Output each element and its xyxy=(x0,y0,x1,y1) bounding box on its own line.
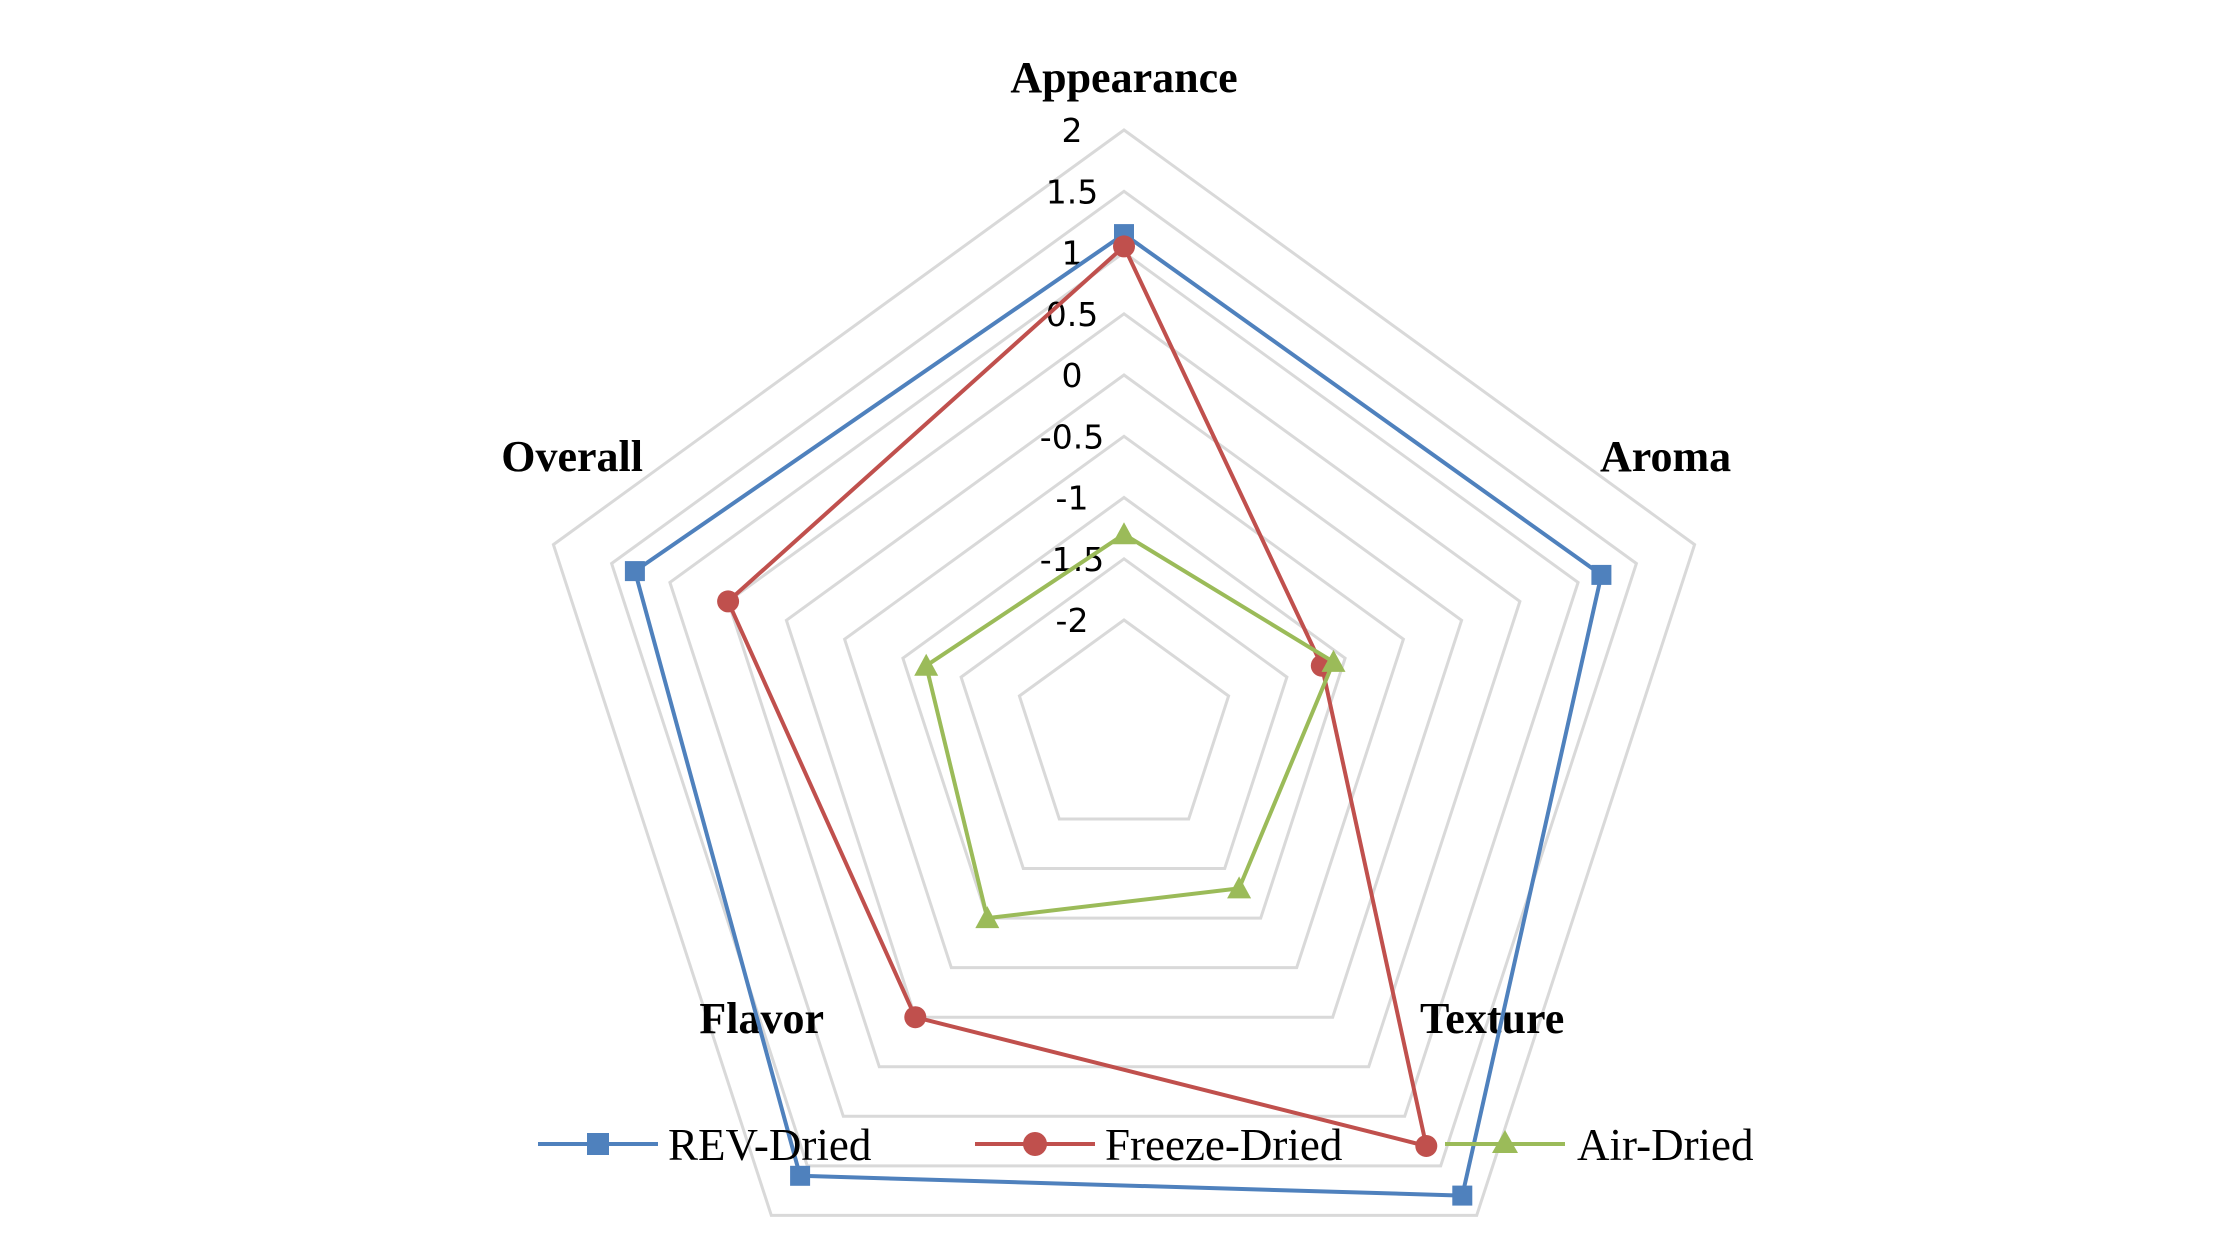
legend-marker-freeze-dried xyxy=(1023,1132,1047,1156)
axis-label-overall: Overall xyxy=(501,432,643,481)
grid-ring xyxy=(842,434,1406,970)
tick-label-layer: 2 1.5 1 0.5 0 -0.5 -1 -1.5 -2 xyxy=(1040,111,1104,640)
series-line xyxy=(924,532,1336,921)
axis-label-texture: Texture xyxy=(1420,994,1564,1043)
legend-item-freeze-dried: Freeze-Dried xyxy=(975,1120,1342,1170)
axis-label-appearance: Appearance xyxy=(1010,53,1237,102)
data-point xyxy=(1227,876,1252,899)
series-air-dried xyxy=(914,522,1346,929)
grid-ring xyxy=(726,311,1522,1069)
legend-label-freeze-dried: Freeze-Dried xyxy=(1105,1120,1342,1170)
series-freeze-dried xyxy=(717,235,1438,1157)
data-point xyxy=(1321,649,1346,672)
tick-label: -1.5 xyxy=(1040,540,1104,579)
legend-label-air-dried: Air-Dried xyxy=(1577,1120,1754,1170)
data-point xyxy=(1112,522,1136,545)
data-point xyxy=(1591,564,1612,585)
tick-label: 0.5 xyxy=(1046,295,1098,334)
data-point xyxy=(914,653,939,676)
data-point xyxy=(975,906,1000,929)
tick-label: 2 xyxy=(1062,111,1083,150)
data-point xyxy=(717,590,740,613)
grid-ring xyxy=(609,189,1639,1168)
data-point xyxy=(904,1006,927,1029)
legend-label-rev-dried: REV-Dried xyxy=(668,1120,871,1170)
grid-layer xyxy=(551,128,1697,1217)
grid-ring xyxy=(959,556,1289,870)
grid-ring xyxy=(1017,618,1231,821)
legend-marker-rev-dried xyxy=(587,1133,609,1155)
tick-label: -1 xyxy=(1056,479,1089,518)
grid-ring xyxy=(784,373,1464,1019)
legend-marker-air-dried xyxy=(1492,1130,1518,1153)
data-point xyxy=(1415,1135,1438,1157)
tick-label: 1 xyxy=(1062,234,1083,273)
data-point xyxy=(1452,1185,1473,1206)
data-point xyxy=(1113,235,1135,258)
axis-label-layer: Appearance Aroma Texture Flavor Overall xyxy=(501,53,1731,1043)
tick-label: -2 xyxy=(1056,601,1089,640)
series-line xyxy=(632,232,1604,1198)
data-point xyxy=(624,561,645,582)
tick-label: -0.5 xyxy=(1040,417,1104,456)
data-point xyxy=(790,1165,811,1186)
series-line xyxy=(726,244,1429,1148)
grid-ring xyxy=(901,495,1347,920)
axis-label-aroma: Aroma xyxy=(1600,432,1731,481)
legend-item-rev-dried: REV-Dried xyxy=(538,1120,871,1170)
tick-label: 1.5 xyxy=(1046,172,1098,211)
tick-label: 0 xyxy=(1062,356,1083,395)
series-layer xyxy=(624,224,1612,1206)
legend-item-air-dried: Air-Dried xyxy=(1445,1120,1754,1170)
grid-ring xyxy=(551,128,1697,1217)
grid-ring xyxy=(668,250,1580,1118)
legend: REV-Dried Freeze-Dried Air-Dried xyxy=(538,1120,1754,1170)
